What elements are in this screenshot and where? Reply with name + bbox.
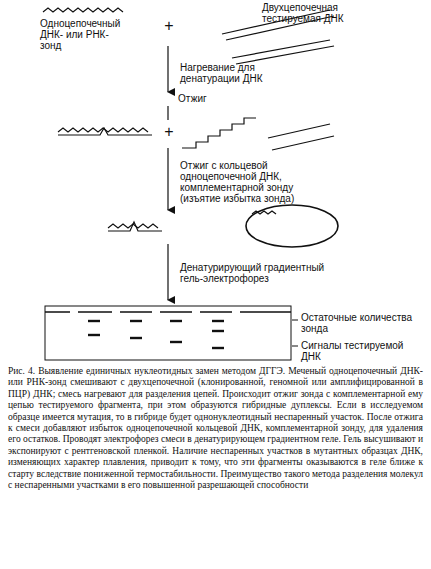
process-arrow xyxy=(167,46,168,92)
step-label: Отжиг с кольцевой одноцепочечной ДНК, ко… xyxy=(180,160,330,204)
step-label: Сигналы тестируемой ДНК xyxy=(301,340,421,362)
dna-strand xyxy=(268,124,330,138)
gel-wells xyxy=(45,311,291,313)
gel xyxy=(45,306,291,360)
hybrid-duplex xyxy=(108,222,162,231)
probe-strand xyxy=(43,8,123,12)
circular-dna xyxy=(246,205,338,247)
step-label: Остаточные количества зонда xyxy=(301,312,421,334)
gel-bands xyxy=(88,321,224,348)
process-arrow xyxy=(167,106,168,120)
bound-probe xyxy=(252,211,276,214)
step-label: Нагревание для денатурации ДНК xyxy=(180,62,290,84)
plus-sign: + xyxy=(162,124,176,140)
process-arrow xyxy=(167,148,168,210)
step-label: Двухцепочечная тестируемая ДНК xyxy=(262,2,372,24)
plus-sign: + xyxy=(162,18,176,34)
leader-line xyxy=(292,320,298,346)
step-label: Одноцепочечный ДНК- или РНК-зонд xyxy=(40,18,130,51)
dna-strand xyxy=(272,136,334,150)
step-label: Денатурирующий градиентный гель-электроф… xyxy=(180,262,330,284)
step-label: Отжиг xyxy=(178,93,238,104)
hybrid-duplex xyxy=(58,128,152,135)
process-arrow xyxy=(167,244,168,300)
dna-strand xyxy=(236,46,334,64)
figure-caption: Рис. 4. Выявление единичных нуклеотидных… xyxy=(8,366,423,491)
excess-probe xyxy=(182,118,256,148)
